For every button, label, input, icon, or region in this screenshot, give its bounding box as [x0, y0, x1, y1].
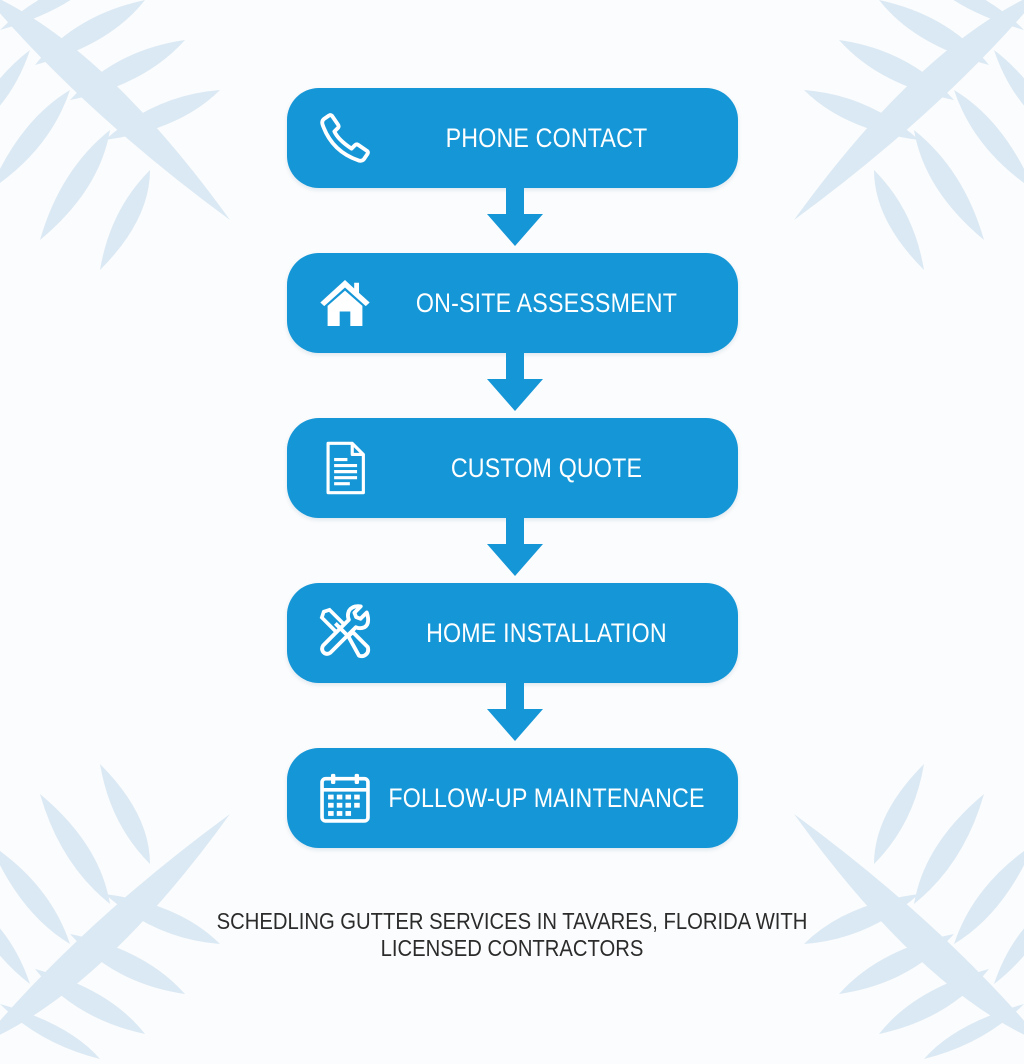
phone-icon	[315, 110, 375, 166]
house-icon	[315, 275, 375, 331]
step-label: CUSTOM QUOTE	[450, 452, 643, 483]
step-label: ON-SITE ASSESSMENT	[415, 287, 678, 318]
arrow-down-icon	[487, 188, 543, 246]
connector-arrow	[287, 353, 738, 418]
palm-leaves-top-right	[764, 0, 1024, 270]
step-label: HOME INSTALLATION	[426, 617, 667, 648]
step-home-installation: HOME INSTALLATION	[287, 583, 738, 683]
step-label: PHONE CONTACT	[445, 122, 648, 153]
tools-icon	[315, 604, 375, 661]
step-follow-up-maintenance: FOLLOW-UP MAINTENANCE	[287, 748, 738, 848]
connector-arrow	[287, 683, 738, 748]
arrow-down-icon	[487, 518, 543, 576]
arrow-down-icon	[487, 683, 543, 741]
step-phone-contact: PHONE CONTACT	[287, 88, 738, 188]
arrow-down-icon	[487, 353, 543, 411]
calendar-icon	[315, 770, 375, 826]
palm-leaves-top-left	[0, 0, 260, 270]
step-label: FOLLOW-UP MAINTENANCE	[388, 782, 705, 813]
caption-line-1: SCHEDLING GUTTER SERVICES IN TAVARES, FL…	[216, 908, 808, 934]
caption-line-2: LICENSED CONTRACTORS	[380, 935, 644, 961]
step-custom-quote: CUSTOM QUOTE	[287, 418, 738, 518]
document-icon	[315, 440, 375, 496]
connector-arrow	[287, 188, 738, 253]
process-flowchart: PHONE CONTACT ON-SITE ASSESSMENT	[287, 88, 738, 848]
connector-arrow	[287, 518, 738, 583]
step-on-site-assessment: ON-SITE ASSESSMENT	[287, 253, 738, 353]
caption: SCHEDLING GUTTER SERVICES IN TAVARES, FL…	[193, 908, 830, 962]
